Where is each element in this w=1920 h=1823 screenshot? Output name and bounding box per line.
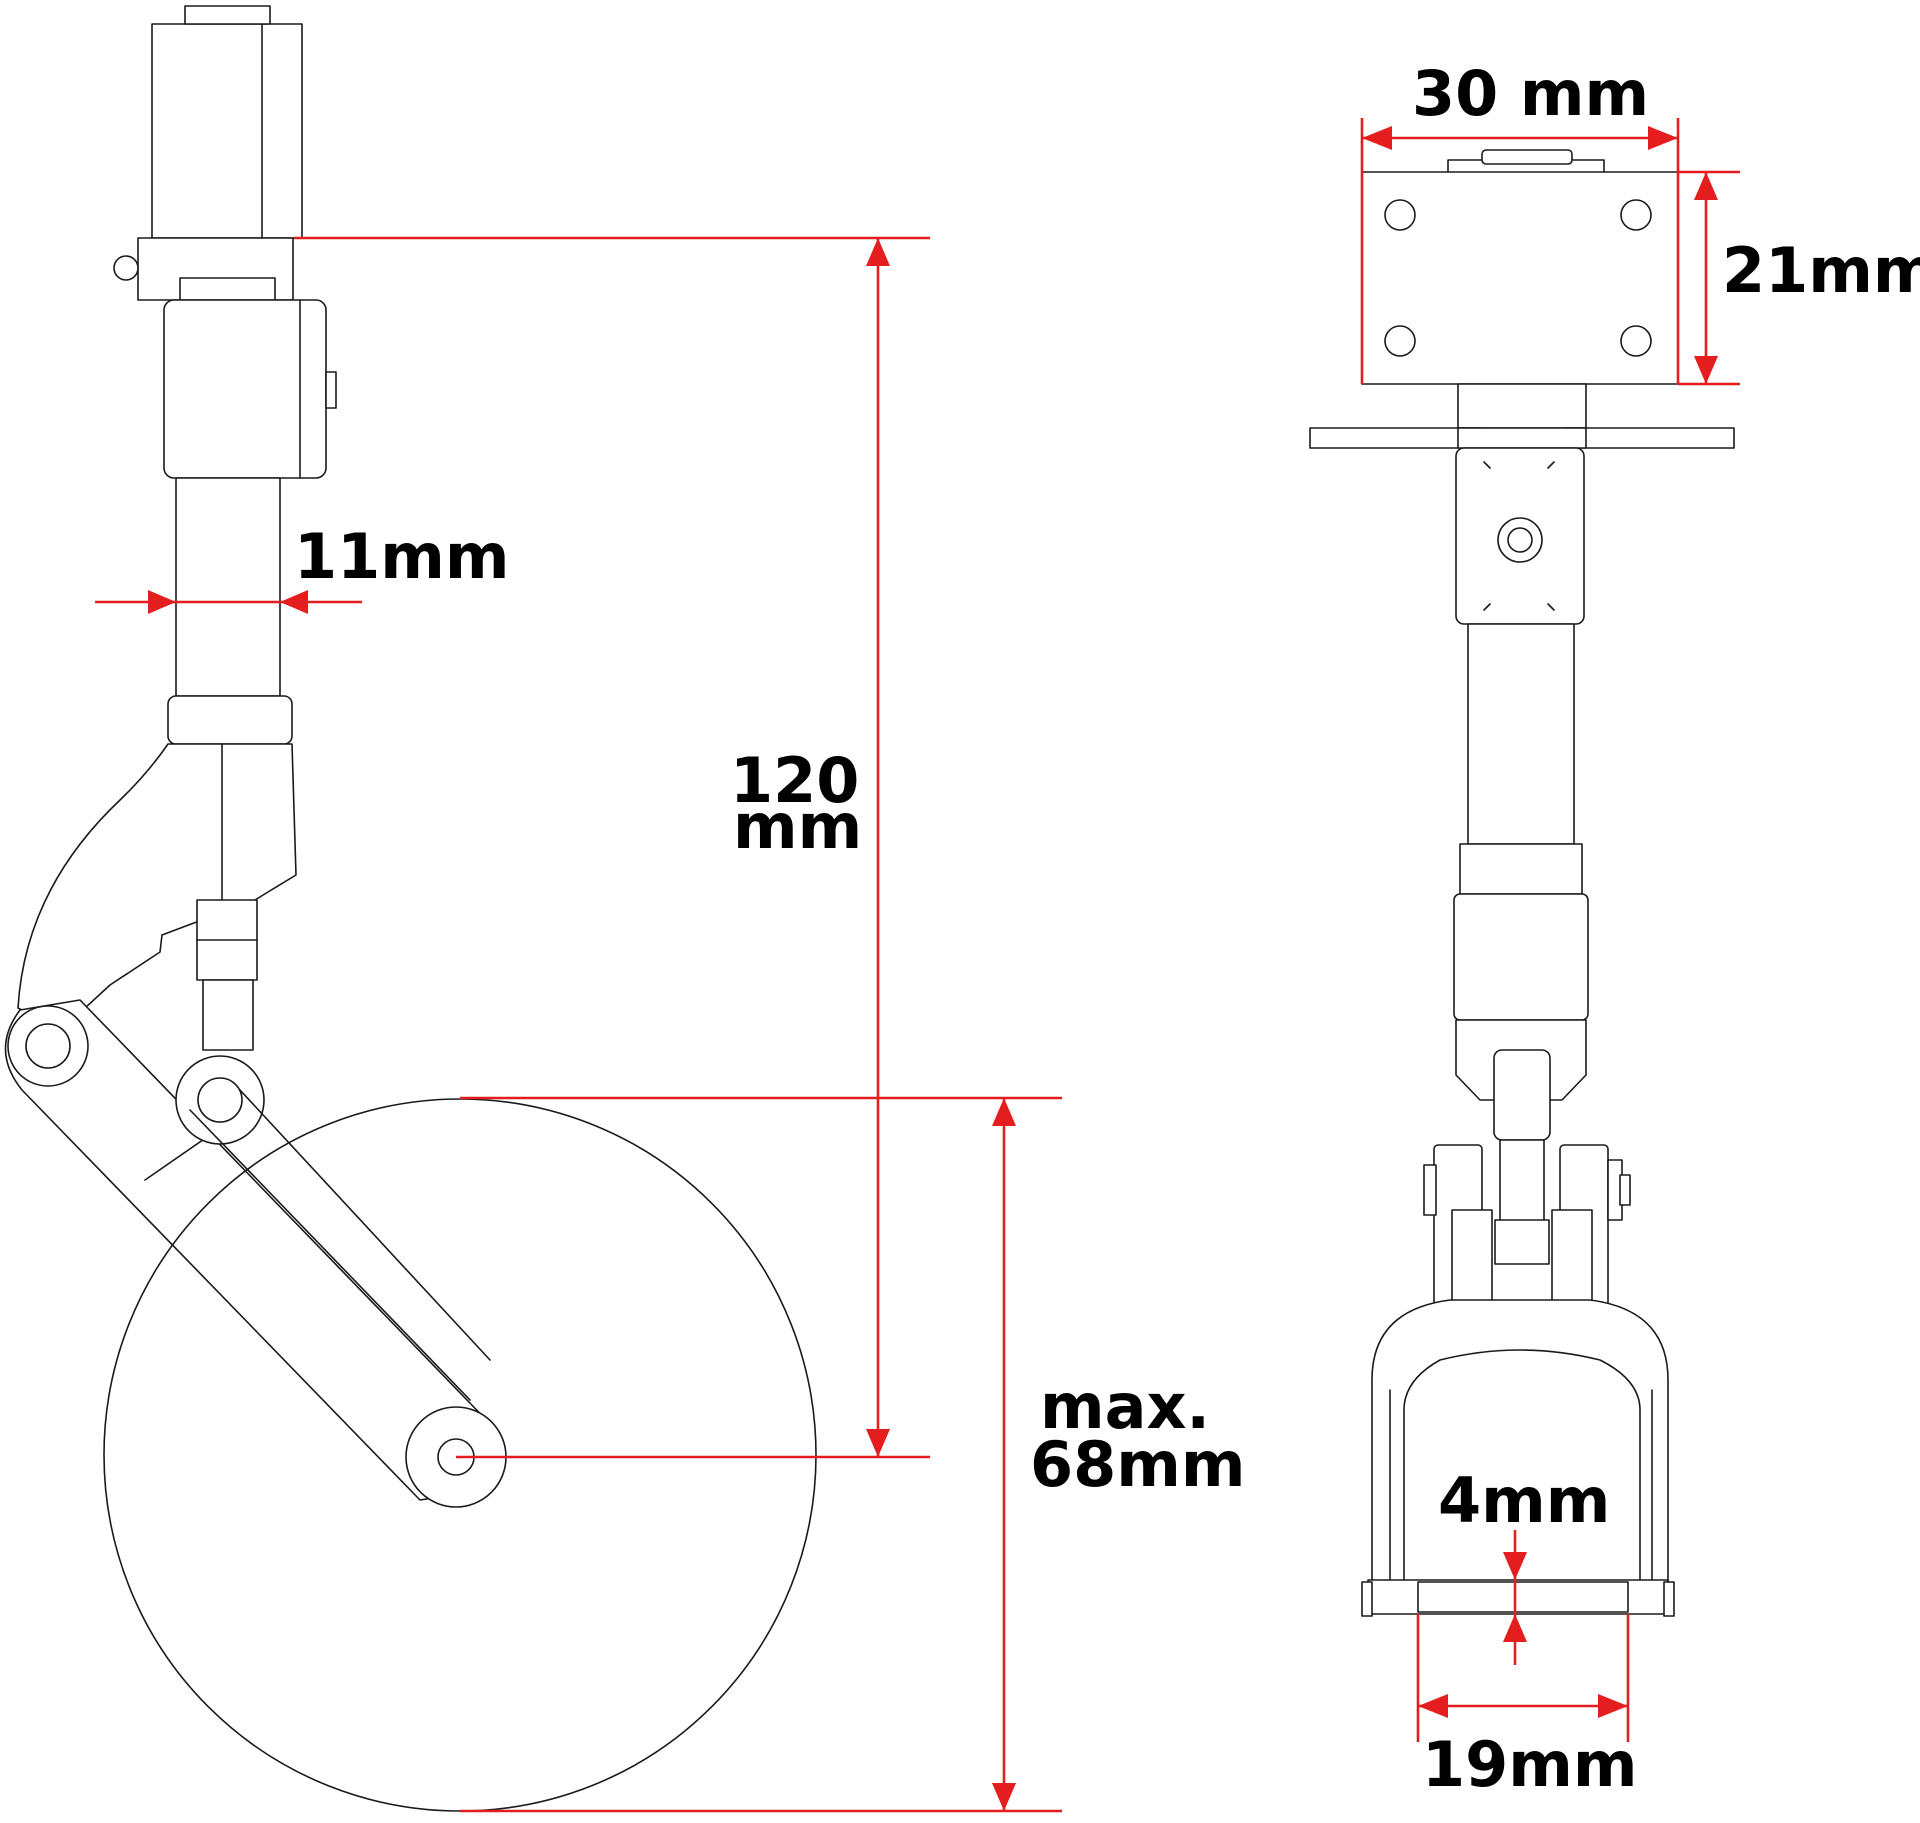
- dim-mount-height: [1678, 170, 1740, 386]
- label-fork-width: 19mm: [1422, 1728, 1638, 1801]
- dimension-lines: [95, 118, 1740, 1813]
- label-leg-height-1: 120: [730, 744, 859, 817]
- trailing-arm: [4, 999, 497, 1501]
- dim-strut-diameter: [95, 590, 362, 614]
- dim-leg-height: [294, 236, 930, 1459]
- knee-fairing: [17, 743, 297, 1051]
- dim-mount-width: [1360, 118, 1680, 384]
- dimension-labels: 11mm 120 mm max. 68mm 30 mm 21mm 4mm 19m…: [294, 57, 1920, 1801]
- dim-fork-width: [1416, 1614, 1630, 1742]
- label-mount-height: 21mm: [1722, 234, 1920, 307]
- label-wheel-size-1: max.: [1040, 1370, 1210, 1443]
- label-leg-height-2: mm: [733, 790, 862, 863]
- strut-collar-front: [1455, 447, 1585, 625]
- label-axle-diameter: 4mm: [1438, 1464, 1610, 1537]
- label-strut-diameter: 11mm: [294, 520, 510, 593]
- mounting-plate: [1309, 149, 1735, 449]
- strut-front: [1453, 623, 1589, 1101]
- side-view: [4, 5, 817, 1812]
- strut-side: [167, 477, 293, 745]
- retract-unit-side: [113, 5, 337, 479]
- dim-axle: [1503, 1530, 1527, 1665]
- dim-wheel-size: [460, 1096, 1062, 1813]
- label-wheel-size-2: 68mm: [1030, 1428, 1246, 1501]
- front-view: [1309, 149, 1735, 1617]
- fork-front: [1361, 1049, 1675, 1617]
- label-mount-width: 30 mm: [1412, 57, 1649, 130]
